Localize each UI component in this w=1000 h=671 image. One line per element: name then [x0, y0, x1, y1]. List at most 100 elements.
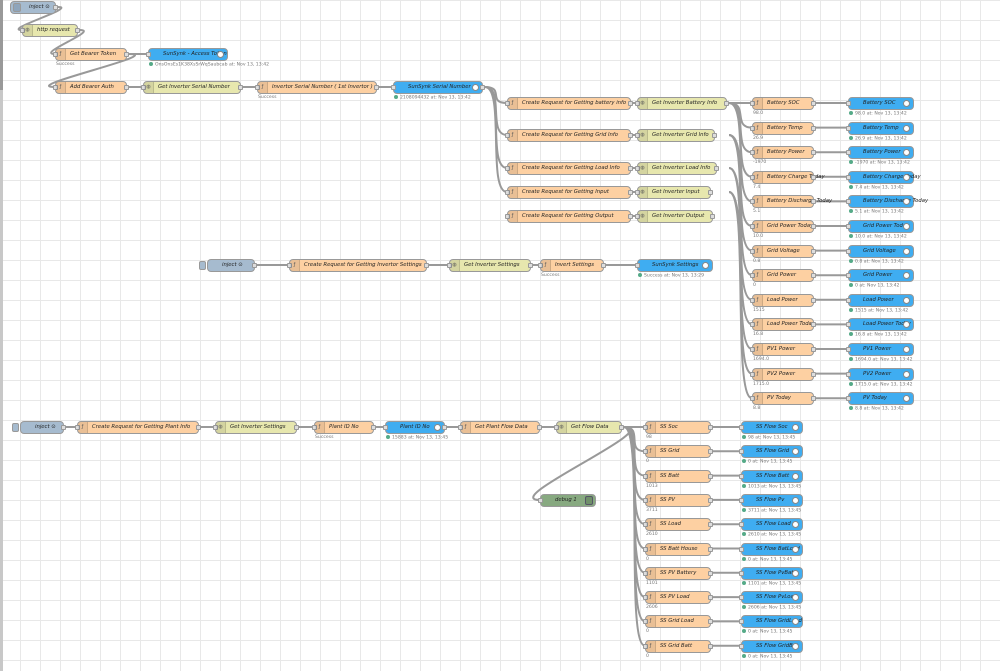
http-request-node[interactable]: ◍ Get Inverter Serial Number: [141, 81, 243, 94]
toggle-icon[interactable]: [792, 594, 799, 602]
input-port[interactable]: [846, 125, 851, 131]
output-node[interactable]: Grid Voltage: [846, 244, 914, 258]
output-port[interactable]: [601, 263, 606, 268]
input-port[interactable]: [846, 150, 851, 156]
toggle-icon[interactable]: [792, 569, 799, 577]
output-node[interactable]: Load Power: [846, 293, 914, 307]
toggle-icon[interactable]: [903, 346, 910, 353]
input-port[interactable]: [287, 263, 292, 268]
output-port[interactable]: [75, 28, 80, 33]
input-port[interactable]: [750, 101, 755, 106]
input-port[interactable]: [739, 570, 744, 576]
function-node[interactable]: ƒ Create Request for Getting Plant Info: [75, 421, 201, 434]
output-port[interactable]: [528, 263, 533, 268]
input-port[interactable]: [750, 150, 755, 156]
input-port[interactable]: [739, 619, 744, 625]
input-port[interactable]: [635, 190, 640, 195]
output-node[interactable]: PV2 Power: [846, 367, 914, 381]
toggle-icon[interactable]: [792, 545, 799, 553]
function-node[interactable]: ƒ Create Request for Getting Load Info: [505, 162, 633, 175]
input-port[interactable]: [141, 85, 146, 90]
output-port[interactable]: [811, 248, 816, 254]
output-port[interactable]: [708, 522, 713, 528]
function-node[interactable]: ƒ SS Grid Load: [643, 615, 713, 629]
function-node[interactable]: ƒ SS Soc: [643, 421, 713, 434]
output-port[interactable]: [708, 497, 713, 503]
http-request-node[interactable]: ◍ Get Inverter Settings: [447, 259, 533, 272]
output-port[interactable]: [708, 546, 713, 552]
input-port[interactable]: [643, 522, 648, 528]
input-port[interactable]: [643, 570, 648, 576]
toggle-icon[interactable]: [903, 198, 910, 206]
input-port[interactable]: [846, 347, 851, 352]
input-port[interactable]: [383, 425, 388, 430]
toggle-icon[interactable]: [903, 149, 910, 157]
input-port[interactable]: [255, 85, 260, 90]
wire[interactable]: [532, 426, 632, 501]
function-node[interactable]: ƒ Grid Power: [750, 269, 816, 283]
inject-node[interactable]: inject ⊙: [10, 1, 58, 14]
toggle-icon[interactable]: [903, 272, 910, 280]
output-port[interactable]: [811, 297, 816, 303]
output-port[interactable]: [61, 425, 66, 430]
input-port[interactable]: [447, 263, 452, 268]
output-port[interactable]: [708, 190, 713, 195]
output-node[interactable]: SS Flow PvBat: [739, 566, 803, 580]
input-port[interactable]: [739, 643, 744, 649]
function-node[interactable]: ƒ Invert Settings: [538, 259, 606, 272]
input-port[interactable]: [750, 199, 755, 205]
function-node[interactable]: ƒ Create Request for Getting Invertor Se…: [287, 259, 429, 272]
input-port[interactable]: [750, 224, 755, 229]
input-port[interactable]: [846, 371, 851, 377]
input-port[interactable]: [643, 619, 648, 625]
workspace-scrollbar-thumb[interactable]: [0, 0, 3, 90]
input-port[interactable]: [458, 425, 463, 430]
output-node[interactable]: SunSynk Settings: [635, 259, 713, 272]
toggle-icon[interactable]: [903, 223, 910, 230]
toggle-icon[interactable]: [792, 448, 799, 456]
output-port[interactable]: [708, 449, 713, 455]
wire[interactable]: [48, 53, 136, 88]
http-request-node[interactable]: ◍ Get Inverter Grid Info: [635, 129, 717, 142]
output-node[interactable]: PV Today: [846, 392, 914, 406]
function-node[interactable]: ƒ Grid Voltage: [750, 244, 816, 258]
output-port[interactable]: [124, 85, 129, 90]
input-port[interactable]: [505, 101, 510, 106]
output-port[interactable]: [811, 125, 816, 131]
function-node[interactable]: ƒ SS Batt: [643, 469, 713, 483]
function-node[interactable]: ƒ Grid Power Today: [750, 220, 816, 233]
function-node[interactable]: ƒ Battery Power: [750, 146, 816, 160]
input-port[interactable]: [643, 497, 648, 503]
output-port[interactable]: [708, 619, 713, 625]
function-node[interactable]: ƒ Create Request for Getting Output: [505, 210, 633, 223]
output-port[interactable]: [724, 101, 729, 106]
function-node[interactable]: ƒ Create Request for Getting battery inf…: [505, 97, 633, 110]
output-port[interactable]: [708, 473, 713, 479]
wire[interactable]: [484, 86, 508, 193]
function-node[interactable]: ƒ PV1 Power: [750, 343, 816, 356]
input-port[interactable]: [739, 522, 744, 528]
output-port[interactable]: [811, 273, 816, 279]
input-port[interactable]: [75, 425, 80, 430]
input-port[interactable]: [739, 473, 744, 479]
function-node[interactable]: ƒ Get Plant Flow Data: [458, 421, 542, 434]
input-port[interactable]: [750, 322, 755, 328]
output-port[interactable]: [708, 595, 713, 601]
function-node[interactable]: ƒ PV2 Power: [750, 367, 816, 381]
function-node[interactable]: ƒ Battery Charge Today: [750, 170, 825, 184]
output-port[interactable]: [53, 5, 58, 10]
output-port[interactable]: [252, 263, 257, 268]
input-port[interactable]: [750, 396, 755, 402]
output-port[interactable]: [294, 425, 299, 430]
output-port[interactable]: [628, 190, 633, 195]
input-port[interactable]: [146, 52, 151, 57]
function-node[interactable]: ƒ Plant ID No: [312, 421, 376, 434]
output-port[interactable]: [480, 85, 485, 90]
toggle-icon[interactable]: [903, 370, 910, 378]
output-port[interactable]: [811, 199, 816, 205]
output-node[interactable]: Plant ID No: [383, 421, 447, 434]
output-port[interactable]: [811, 396, 816, 402]
output-port[interactable]: [628, 166, 633, 171]
output-port[interactable]: [710, 214, 715, 219]
toggle-icon[interactable]: [434, 424, 441, 431]
